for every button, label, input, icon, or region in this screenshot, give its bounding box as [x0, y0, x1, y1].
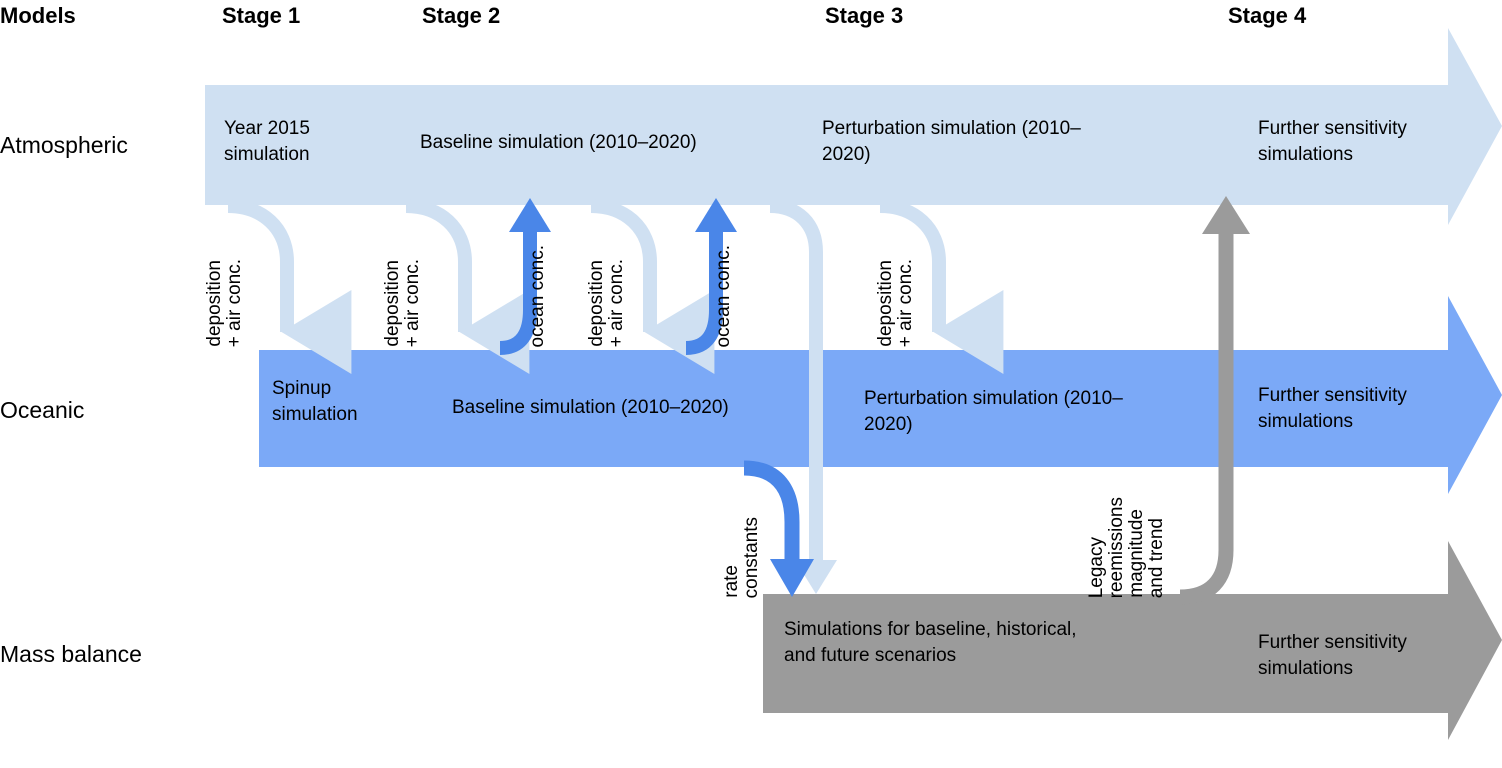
connector-line: constants — [740, 516, 762, 598]
ocean-conc-arrowhead-stage2b — [695, 198, 737, 232]
connector-line: magnitude — [1125, 509, 1147, 598]
stage-header-4: Stage 4 — [1228, 3, 1307, 28]
oceanic-band-arrow — [259, 296, 1502, 494]
legacy-reemissions-arrowhead — [1202, 196, 1250, 234]
page-title: Models — [0, 3, 76, 28]
connector-label-dep-air-2: deposition + air conc. — [382, 217, 423, 347]
legacy-reemissions-arrow — [1179, 228, 1234, 605]
mass-balance-stage4-text: Further sensitivity simulations — [1258, 632, 1407, 679]
connector-line: ocean conc. — [713, 244, 734, 347]
connector-line: + air conc. — [223, 258, 245, 347]
connector-line: reemissions — [1105, 496, 1127, 598]
stage-header-1: Stage 1 — [222, 3, 301, 28]
connector-line: deposition — [875, 260, 896, 347]
atmospheric-stage4-text: Further sensitivity simulations — [1258, 118, 1407, 165]
row-label-oceanic: Oceanic — [0, 397, 85, 423]
connector-line: + air conc. — [605, 258, 627, 347]
connector-label-legacy-reemissions: Legacy reemissions magnitude and trend — [1086, 470, 1167, 598]
connector-line: and trend — [1145, 517, 1167, 598]
connector-line: rate — [721, 565, 742, 598]
ocean-conc-arrow-stage2b — [685, 227, 723, 355]
connector-line: ocean conc. — [527, 244, 548, 347]
connector-line: deposition — [204, 260, 225, 347]
connector-line: deposition — [382, 260, 403, 347]
ocean-conc-arrow-stage2a — [499, 227, 537, 355]
row-label-mass-balance: Mass balance — [0, 641, 142, 667]
stage-header-3: Stage 3 — [825, 3, 904, 28]
connector-line: deposition — [586, 260, 607, 347]
mass-balance-main-text: Simulations for baseline, historical, an… — [784, 619, 1077, 666]
ocean-conc-arrowhead-stage2a — [509, 198, 551, 232]
rate-constants-arrow — [743, 460, 800, 560]
mass-balance-band-arrow — [763, 541, 1502, 740]
atmospheric-band-arrow — [205, 28, 1502, 225]
oceanic-stage2-text: Baseline simulation (2010–2020) — [452, 397, 729, 418]
stage-header-2: Stage 2 — [422, 3, 501, 28]
connector-label-dep-air-1: deposition + air conc. — [204, 217, 245, 347]
connector-label-dep-air-4: deposition + air conc. — [875, 217, 916, 347]
atmospheric-stage2-text: Baseline simulation (2010–2020) — [420, 132, 697, 153]
deposition-arrow-stage3 — [879, 199, 1004, 374]
connector-line: + air conc. — [894, 258, 916, 347]
connector-label-dep-air-3: deposition + air conc. — [586, 217, 627, 347]
oceanic-stage4-text: Further sensitivity simulations — [1258, 385, 1407, 432]
connector-line: + air conc. — [401, 258, 423, 347]
oceanic-stage3-text: Perturbation simulation (2010– 2020) — [864, 388, 1123, 435]
connector-line: Legacy — [1086, 536, 1107, 598]
atmospheric-stage3-text: Perturbation simulation (2010– 2020) — [822, 118, 1081, 165]
deposition-arrow-stage1 — [227, 199, 352, 374]
rate-constants-arrowhead — [770, 559, 814, 597]
deposition-arrow-stage2b — [590, 199, 715, 374]
deposition-arrow-stage2a — [405, 199, 530, 374]
row-label-atmospheric: Atmospheric — [0, 132, 128, 158]
atmos-to-massbalance-arrow — [769, 199, 823, 560]
connector-label-ocean-conc-1: ocean conc. — [527, 207, 548, 347]
connector-label-rate-constants: rate constants — [721, 490, 762, 598]
oceanic-stage1-text: Spinup simulation — [272, 378, 358, 425]
connector-label-ocean-conc-2: ocean conc. — [713, 207, 734, 347]
atmospheric-stage1-text: Year 2015 simulation — [224, 118, 310, 165]
